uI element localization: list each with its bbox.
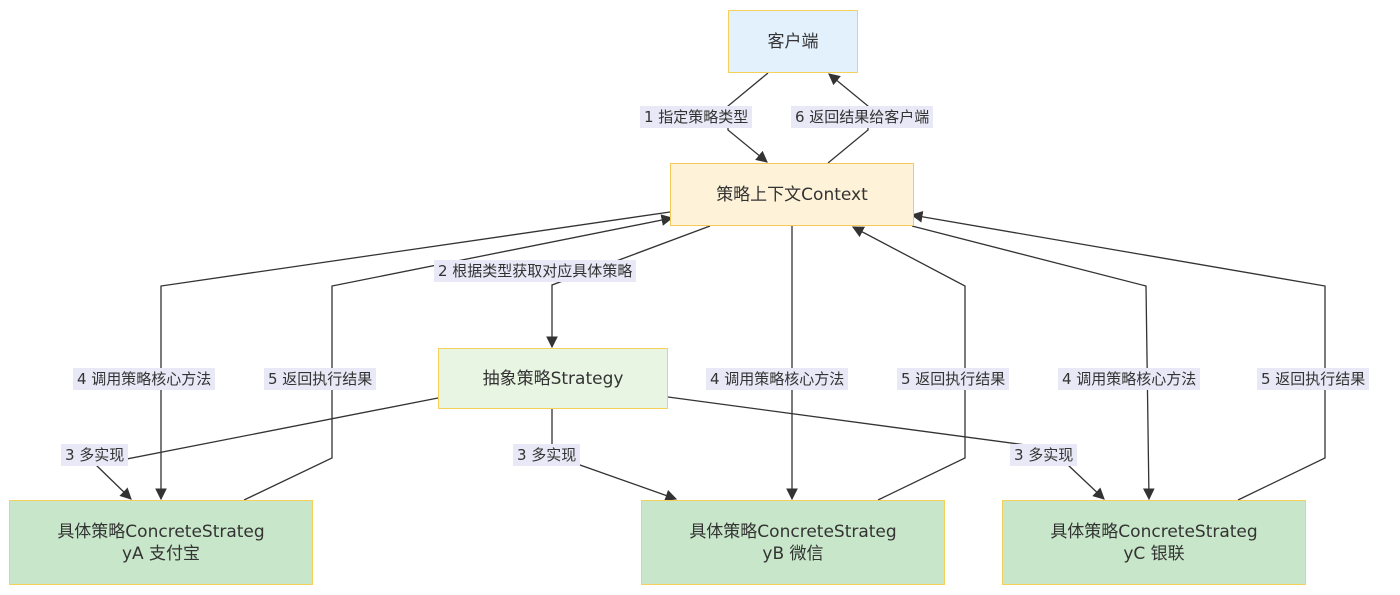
abstract-strategy-node: 抽象策略Strategy <box>438 348 668 409</box>
client-label: 客户端 <box>767 31 819 52</box>
edge-b-step5 <box>851 226 966 501</box>
edge-label-a-step4: 4 调用策略核心方法 <box>73 368 216 390</box>
edge-label-a-step3: 3 多实现 <box>61 444 129 466</box>
concrete-strategy-a-node: 具体策略ConcreteStrateg yA 支付宝 <box>9 500 313 585</box>
context-label: 策略上下文Context <box>716 184 868 205</box>
edge-label-b-step3: 3 多实现 <box>513 444 581 466</box>
client-node: 客户端 <box>728 10 858 73</box>
edge-label-c-step4: 4 调用策略核心方法 <box>1058 368 1201 390</box>
concrete-a-line1: 具体策略ConcreteStrateg <box>57 521 265 542</box>
edge-label-b-step4: 4 调用策略核心方法 <box>706 368 849 390</box>
concrete-b-line2: yB 微信 <box>762 543 824 564</box>
concrete-a-line2: yA 支付宝 <box>121 543 201 564</box>
strategy-label: 抽象策略Strategy <box>482 368 624 389</box>
edge-c-step5 <box>910 211 1326 501</box>
context-node: 策略上下文Context <box>670 163 914 226</box>
edge-a-step3 <box>94 397 439 500</box>
concrete-strategy-c-node: 具体策略ConcreteStrateg yC 银联 <box>1002 500 1306 585</box>
edge-step2 <box>546 225 711 349</box>
edge-label-c-step3: 3 多实现 <box>1010 444 1078 466</box>
concrete-strategy-b-node: 具体策略ConcreteStrateg yB 微信 <box>641 500 945 585</box>
edge-label-a-step5: 5 返回执行结果 <box>264 368 377 390</box>
edge-label-step2: 2 根据类型获取对应具体策略 <box>434 260 637 282</box>
edge-label-step6: 6 返回结果给客户端 <box>791 106 934 128</box>
concrete-c-line1: 具体策略ConcreteStrateg <box>1050 521 1258 542</box>
edge-a-step4 <box>155 211 671 501</box>
edge-label-c-step5: 5 返回执行结果 <box>1257 368 1370 390</box>
edge-c-step4 <box>911 225 1155 501</box>
edge-label-step1: 1 指定策略类型 <box>640 106 753 128</box>
edge-label-b-step5: 5 返回执行结果 <box>897 368 1010 390</box>
concrete-b-line1: 具体策略ConcreteStrateg <box>689 521 897 542</box>
concrete-c-line2: yC 银联 <box>1123 543 1185 564</box>
